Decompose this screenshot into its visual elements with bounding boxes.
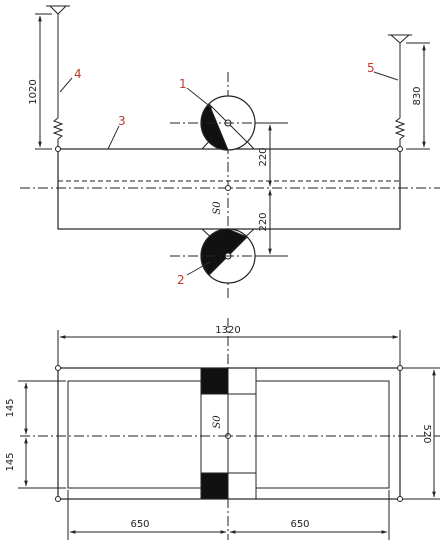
right-suspension <box>388 34 430 152</box>
dim-upper-offset: 220 <box>258 147 269 166</box>
plan-inner-left <box>67 380 202 489</box>
plan-mass-top <box>200 367 229 395</box>
lower-vibrator <box>170 228 288 284</box>
dim-lower-offset: 220 <box>258 212 269 231</box>
dim-left-spring: 1020 <box>28 79 39 104</box>
plan-inner-right <box>255 380 390 489</box>
callout-3: 3 <box>118 114 126 128</box>
dim-right-spring: 830 <box>412 86 423 105</box>
dim-left-upper: 145 <box>5 398 16 417</box>
dim-half-right: 650 <box>290 519 309 530</box>
callout-5: 5 <box>367 61 375 75</box>
dim-overall-length: 1320 <box>215 325 240 336</box>
dim-half-left: 650 <box>130 519 149 530</box>
center-point <box>225 185 231 191</box>
upper-vibrator <box>170 95 288 151</box>
symbol-center-bottom: S0 <box>212 415 223 429</box>
plan-view <box>18 318 440 540</box>
symbol-center-top: S0 <box>212 201 223 215</box>
callout-4: 4 <box>74 67 82 81</box>
left-suspension <box>35 5 70 152</box>
dim-left-lower: 145 <box>5 452 16 471</box>
dim-width: 520 <box>421 424 432 443</box>
front-view-labels: 1020 830 220 220 1 2 3 4 5 S0 <box>28 61 423 287</box>
plan-view-labels: 1320 145 145 520 650 650 S0 <box>5 325 432 530</box>
plan-mass-bottom <box>200 472 229 500</box>
callout-2: 2 <box>177 273 185 287</box>
callout-1: 1 <box>179 77 187 91</box>
front-view <box>20 5 440 300</box>
